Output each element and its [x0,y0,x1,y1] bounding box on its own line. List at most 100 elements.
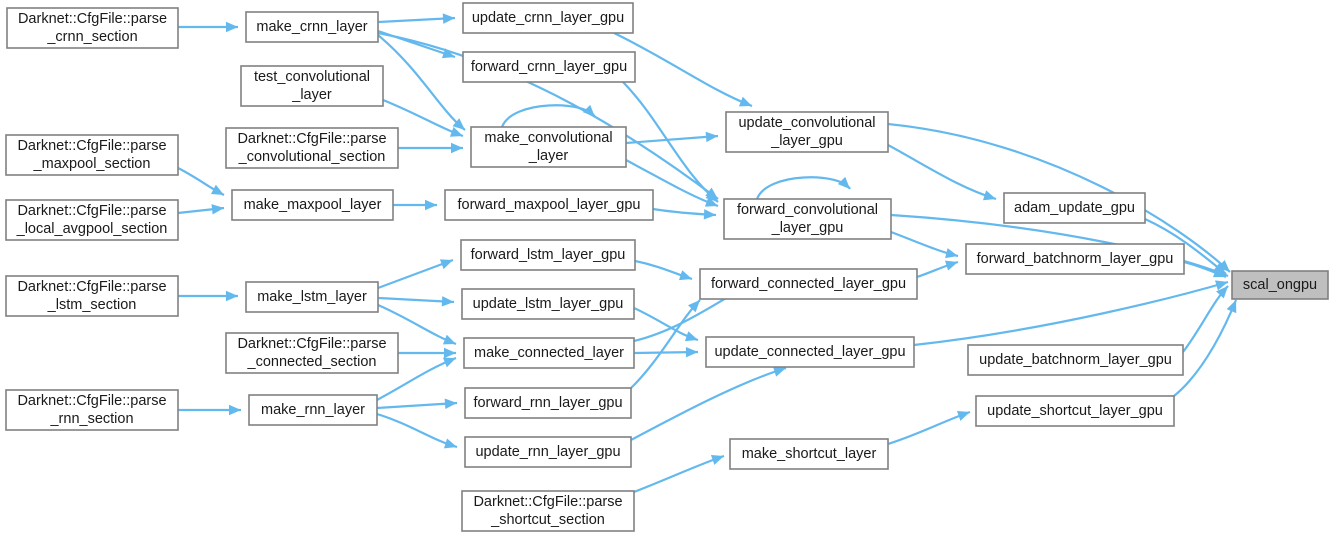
graph-node-forward_maxpool_layer_gpu[interactable]: forward_maxpool_layer_gpu [444,189,654,221]
node-label: test_convolutional [254,69,370,85]
node-box[interactable] [248,394,378,426]
call-edge [630,299,701,389]
node-box[interactable] [5,389,179,431]
node-box[interactable] [725,111,889,153]
graph-node-forward_connected_layer_gpu[interactable]: forward_connected_layer_gpu [699,268,918,300]
edge-arrowhead [1215,280,1228,291]
graph-node-parse_local_avgpool_section[interactable]: Darknet::CfgFile::parse_local_avgpool_se… [5,199,179,241]
node-label: Darknet::CfgFile::parse [17,393,166,409]
node-box[interactable] [965,243,1185,275]
node-box[interactable] [464,387,632,419]
graph-node-update_convolutional_layer_gpu[interactable]: update_convolutional_layer_gpu [725,111,889,153]
node-box[interactable] [231,189,394,221]
node-label: make_connected_layer [474,345,624,361]
call-edge [178,404,241,416]
call-edge [633,307,699,342]
call-edge [652,207,717,220]
node-box[interactable] [463,337,635,369]
graph-node-test_convolutional_layer[interactable]: test_convolutional_layer [240,65,384,107]
node-box[interactable] [462,51,636,83]
node-box[interactable] [1003,192,1146,224]
edge-arrowhead [710,455,724,465]
node-box[interactable] [461,490,635,532]
graph-node-update_lstm_layer_gpu[interactable]: update_lstm_layer_gpu [461,288,635,320]
graph-node-parse_maxpool_section[interactable]: Darknet::CfgFile::parse_maxpool_section [5,134,179,176]
graph-node-parse_connected_section[interactable]: Darknet::CfgFile::parse_connected_sectio… [225,332,399,374]
edge-line [377,34,466,131]
graph-node-make_rnn_layer[interactable]: make_rnn_layer [248,394,378,426]
node-label: forward_batchnorm_layer_gpu [977,251,1174,267]
graph-node-update_crnn_layer_gpu[interactable]: update_crnn_layer_gpu [462,2,634,34]
node-box[interactable] [225,127,399,169]
graph-node-make_crnn_layer[interactable]: make_crnn_layer [245,11,379,43]
node-box[interactable] [705,336,915,368]
graph-node-adam_update_gpu[interactable]: adam_update_gpu [1003,192,1146,224]
graph-node-make_lstm_layer[interactable]: make_lstm_layer [245,281,379,313]
graph-node-forward_rnn_layer_gpu[interactable]: forward_rnn_layer_gpu [464,387,632,419]
graph-node-make_maxpool_layer[interactable]: make_maxpool_layer [231,189,394,221]
graph-node-parse_convolutional_section[interactable]: Darknet::CfgFile::parse_convolutional_se… [225,127,399,169]
call-edge [377,13,456,24]
node-box[interactable] [444,189,654,221]
graph-node-parse_rnn_section[interactable]: Darknet::CfgFile::parse_rnn_section [5,389,179,431]
edge-arrowhead [705,190,718,202]
graph-node-parse_crnn_section[interactable]: Darknet::CfgFile::parse_crnn_section [6,7,179,49]
node-box[interactable] [240,65,384,107]
node-label: scal_ongpu [1243,277,1317,293]
edge-arrowhead [684,331,698,342]
node-box[interactable] [699,268,918,300]
node-box[interactable] [5,134,179,176]
node-box[interactable] [6,7,179,49]
node-box[interactable] [5,275,179,317]
graph-node-forward_lstm_layer_gpu[interactable]: forward_lstm_layer_gpu [460,239,636,271]
graph-node-make_connected_layer[interactable]: make_connected_layer [463,337,635,369]
edge-arrowhead [687,300,700,313]
node-box[interactable] [245,281,379,313]
edge-arrowhead [439,259,453,270]
node-box[interactable] [723,198,892,240]
graph-node-parse_shortcut_section[interactable]: Darknet::CfgFile::parse_shortcut_section [461,490,635,532]
node-box[interactable] [460,239,636,271]
node-box[interactable] [975,395,1175,427]
graph-node-update_rnn_layer_gpu[interactable]: update_rnn_layer_gpu [464,436,632,468]
edge-line [887,122,1231,273]
call-edge [377,258,454,290]
node-box[interactable] [464,436,632,468]
node-box[interactable] [461,288,635,320]
graph-node-scal_ongpu[interactable]: scal_ongpu [1231,270,1329,300]
graph-node-parse_lstm_section[interactable]: Darknet::CfgFile::parse_lstm_section [5,275,179,317]
node-label: Darknet::CfgFile::parse [18,11,167,27]
node-label: update_crnn_layer_gpu [472,10,624,26]
call-edge [633,454,725,494]
node-label: update_rnn_layer_gpu [475,444,620,460]
node-box[interactable] [245,11,379,43]
edge-arrowhead [442,334,456,345]
graph-node-forward_batchnorm_layer_gpu[interactable]: forward_batchnorm_layer_gpu [965,243,1185,275]
call-edge [177,167,225,196]
node-box[interactable] [462,2,634,34]
node-box[interactable] [1231,270,1329,300]
graph-node-make_convolutional_layer[interactable]: make_convolutional_layer [470,126,627,168]
node-box[interactable] [225,332,399,374]
call-edge [500,104,596,128]
edge-arrowhead [1217,260,1230,272]
edge-arrowhead [425,199,437,211]
graph-node-forward_crnn_layer_gpu[interactable]: forward_crnn_layer_gpu [462,51,636,83]
call-edge [613,32,753,108]
graph-node-make_shortcut_layer[interactable]: make_shortcut_layer [729,438,889,470]
node-box[interactable] [5,199,179,241]
graph-node-update_connected_layer_gpu[interactable]: update_connected_layer_gpu [705,336,915,368]
node-box[interactable] [967,344,1184,376]
call-edge [887,410,971,446]
graph-node-update_batchnorm_layer_gpu[interactable]: update_batchnorm_layer_gpu [967,344,1184,376]
call-edge [178,290,238,302]
edge-line [887,144,997,201]
edge-arrowhead [678,270,692,281]
edge-line [613,32,753,108]
graph-node-update_shortcut_layer_gpu[interactable]: update_shortcut_layer_gpu [975,395,1175,427]
node-box[interactable] [470,126,627,168]
graph-node-forward_convolutional_layer_gpu[interactable]: forward_convolutional_layer_gpu [723,198,892,240]
call-edge [755,176,851,200]
node-label: forward_rnn_layer_gpu [473,395,622,411]
node-box[interactable] [729,438,889,470]
